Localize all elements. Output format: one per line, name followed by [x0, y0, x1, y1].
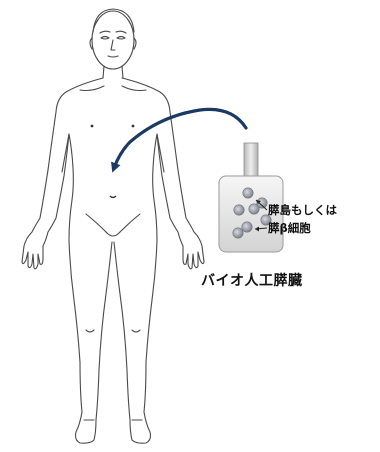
right-knee	[132, 330, 140, 332]
clavicle-left	[80, 86, 104, 91]
clavicle-right	[122, 86, 146, 91]
hip-line-left	[86, 214, 106, 232]
left-side-outline	[22, 78, 112, 443]
device-name-label: バイオ人工膵臓	[201, 270, 303, 290]
device-tube	[244, 143, 258, 179]
cell	[242, 222, 252, 232]
hip-line-right	[120, 214, 140, 232]
human-body-figure	[22, 9, 204, 443]
right-side-outline	[114, 78, 204, 443]
left-nipple	[91, 125, 94, 128]
right-nipple	[132, 125, 135, 128]
cell	[233, 228, 243, 238]
cells-label-line1: 膵島もしくは	[268, 202, 337, 218]
cell	[234, 205, 244, 215]
left-knee	[86, 330, 94, 332]
cells-label-line2: 膵β細胞	[268, 220, 311, 236]
implant-arrow	[114, 109, 246, 168]
cell	[243, 188, 253, 198]
crotch	[106, 232, 120, 236]
navel	[110, 196, 116, 198]
